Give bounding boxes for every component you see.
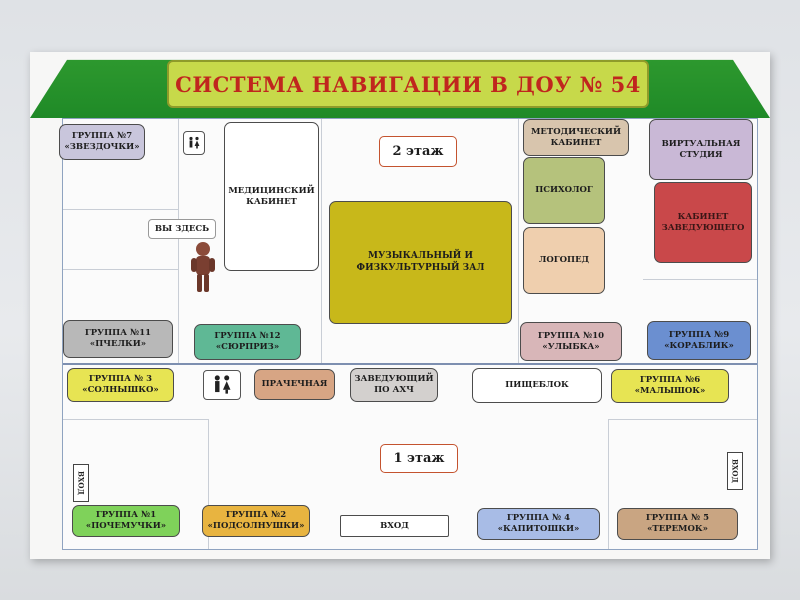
you-are-here-label: ВЫ ЗДЕСЬ (148, 219, 216, 239)
room-head-office: КАБИНЕТ ЗАВЕДУЮЩЕГО (654, 182, 752, 263)
board-title: СИСТЕМА НАВИГАЦИИ В ДОУ № 54 (167, 60, 649, 108)
room-methodical: МЕТОДИЧЕСКИЙ КАБИНЕТ (523, 119, 629, 156)
room-group-7: ГРУППА №7 «ЗВЕЗДОЧКИ» (59, 124, 145, 160)
room-axch-manager: ЗАВЕДУЮЩИЙ ПО АХЧ (350, 368, 438, 402)
restroom-icon (189, 136, 200, 149)
room-group-11: ГРУППА №11 «ПЧЕЛКИ» (63, 320, 173, 358)
person-figure-icon (191, 242, 215, 292)
room-virtual-studio: ВИРТУАЛЬНАЯ СТУДИЯ (649, 119, 753, 180)
restroom-icon (214, 375, 231, 394)
room-group-4: ГРУППА № 4 «КАПИТОШКИ» (477, 508, 600, 540)
room-group-1: ГРУППА №1 «ПОЧЕМУЧКИ» (72, 505, 180, 537)
room-music-hall: МУЗЫКАЛЬНЫЙ И ФИЗКУЛЬТУРНЫЙ ЗАЛ (329, 201, 512, 324)
room-group-10: ГРУППА №10 «УЛЫБКА» (520, 322, 622, 361)
side-entry-right: ВХОД (727, 452, 743, 490)
room-group-12: ГРУППА №12 «СЮРПРИЗ» (194, 324, 301, 360)
room-group-9: ГРУППА №9 «КОРАБЛИК» (647, 321, 751, 360)
room-laundry: ПРАЧЕЧНАЯ (254, 369, 335, 400)
floor-separator (63, 363, 757, 365)
side-entry-left: ВХОД (73, 464, 89, 502)
room-group-3: ГРУППА № 3 «СОЛНЫШКО» (67, 368, 174, 402)
room-kitchen: ПИЩЕБЛОК (472, 368, 602, 403)
room-speech-therapist: ЛОГОПЕД (523, 227, 605, 294)
room-medical: МЕДИЦИНСКИЙ КАБИНЕТ (224, 122, 319, 271)
floor-1-label: 1 этаж (380, 444, 458, 473)
restroom-floor-1 (203, 370, 241, 400)
room-group-6: ГРУППА №6 «МАЛЫШОК» (611, 369, 729, 403)
room-entry: ВХОД (340, 515, 449, 537)
room-psychologist: ПСИХОЛОГ (523, 157, 605, 224)
room-group-5: ГРУППА № 5 «ТЕРЕМОК» (617, 508, 738, 540)
room-group-2: ГРУППА №2 «ПОДСОЛНУШКИ» (202, 505, 310, 537)
floor-2-label: 2 этаж (379, 136, 457, 167)
floor-plan: 2 этаж ГРУППА №7 «ЗВЕЗДОЧКИ» МЕДИЦИНСКИЙ… (59, 118, 758, 550)
navigation-board: СИСТЕМА НАВИГАЦИИ В ДОУ № 54 2 этаж ГРУП… (30, 52, 770, 559)
restroom-floor-2 (183, 131, 205, 155)
